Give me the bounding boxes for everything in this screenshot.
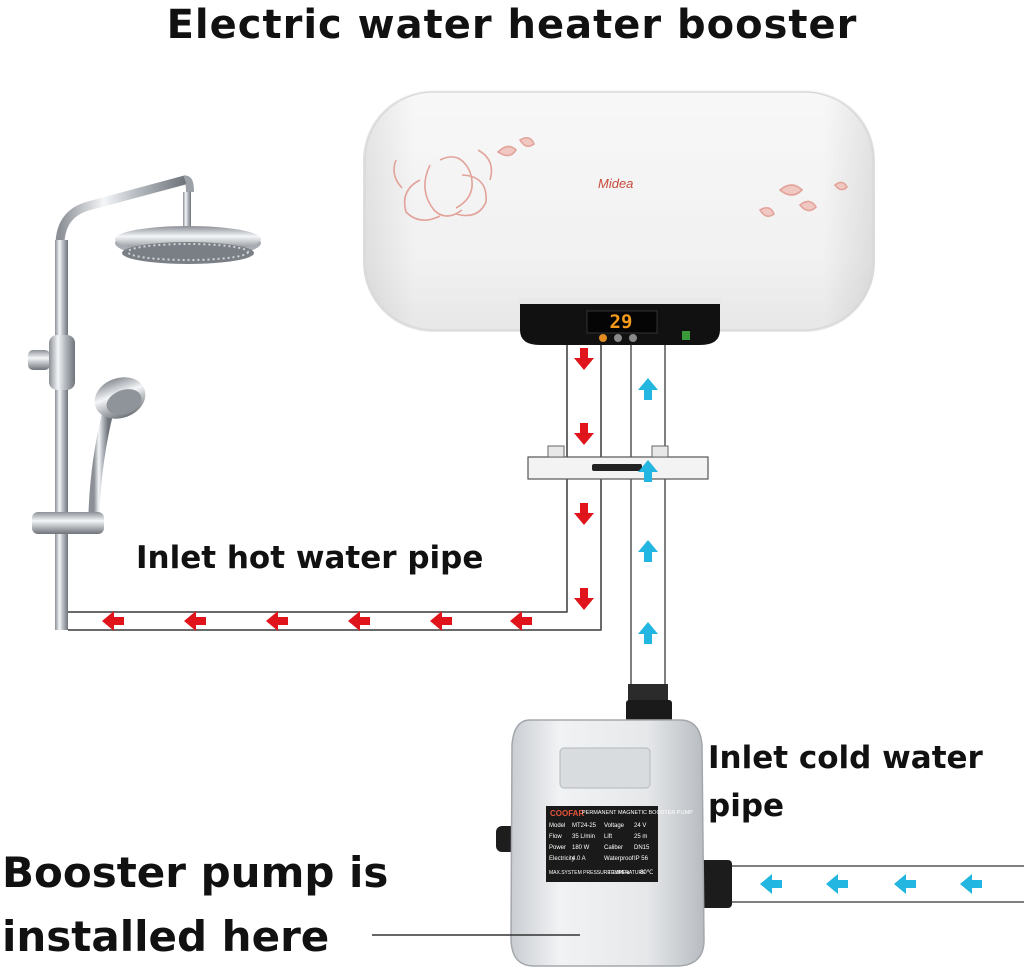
pump-plate-cell: Flow [549,834,562,840]
lotus-decoration-icon [393,136,848,221]
pump-plate-cell: 180 W [572,845,590,851]
pump-plate-cell: Caliber [604,845,624,851]
cold-flow-arrow-icon [638,460,658,482]
cold-flow-arrows [638,378,982,894]
hot-flow-arrow-icon [510,611,532,631]
pump-plate-cell: Waterproof [604,856,634,862]
pump-plate-cell: 4.0 A [572,856,586,862]
hot-flow-arrows [102,348,594,631]
hand-shower-icon [32,377,146,534]
pump-plate-cell: MT24-25 [572,823,597,829]
pump-plate-cell: Voltage [604,823,625,829]
cold-pipe-label-line2: pipe [708,788,785,824]
cold-flow-arrow-icon [826,874,848,894]
cold-water-inlet-pipe [730,865,1024,903]
pump-label-line1: Booster pump is [2,848,389,897]
pump-plate-cell: IP 56 [634,856,648,862]
hot-flow-arrow-icon [574,588,594,610]
hot-flow-arrow-icon [574,503,594,525]
hot-flow-arrow-icon [574,423,594,445]
hot-flow-arrow-icon [266,611,288,631]
cold-pipe-label-line1: Inlet cold water [708,740,983,776]
cold-flow-arrow-icon [638,540,658,562]
pump-plate-header: PERMANENT MAGNETIC BOOSTER PUMP [582,810,693,816]
pump-plate-footer-left: MAX.SYSTEM PRESSURE 1.0MPa [549,870,630,876]
hot-flow-arrow-icon [574,348,594,370]
wall-bracket [527,445,709,480]
pump-plate-cell: 35 L/min [572,834,596,840]
cold-flow-arrow-icon [760,874,782,894]
pump-plate-cell: Lift [604,834,613,840]
water-heater-icon [363,90,875,345]
shower-head-icon [115,192,261,264]
hot-pipe-label: Inlet hot water pipe [136,540,484,576]
cold-flow-arrow-icon [638,378,658,400]
pump-plate-brand: COOFAR [550,809,585,818]
pump-label-line2: installed here [2,912,330,961]
pump-plate-cell: 24 V [634,823,647,829]
cold-flow-arrow-icon [894,874,916,894]
pump-plate-footer-right-label: TEMPERATURE [608,870,646,876]
cold-flow-arrow-icon [638,622,658,644]
hot-flow-arrow-icon [430,611,452,631]
heater-brand-logo: Midea [598,176,634,191]
pump-plate-cell: Model [549,823,566,829]
pump-plate-cell: Power [549,845,567,851]
pump-plate-cell: Electricity [549,856,575,862]
hot-flow-arrow-icon [184,611,206,631]
pump-plate-cell: 25 m [634,834,648,840]
pump-plate-footer-right-value: 80℃ [640,870,654,876]
hot-flow-arrow-icon [102,611,124,631]
heater-display-value: 29 [609,311,633,333]
cold-flow-arrow-icon [960,874,982,894]
hot-water-pipe [68,345,602,631]
hot-flow-arrow-icon [348,611,370,631]
shower-rig [28,175,261,630]
diagram-title: Electric water heater booster [166,2,858,48]
pump-plate-cell: DN15 [634,845,650,851]
booster-pump-icon [496,684,732,967]
